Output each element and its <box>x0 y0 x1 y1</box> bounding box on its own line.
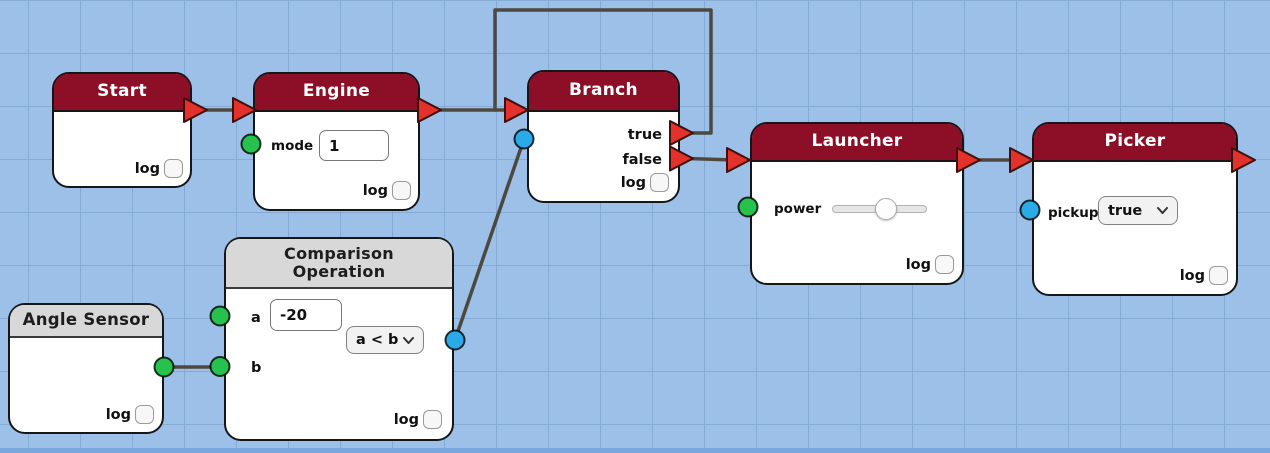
picker-pickup-value: true <box>1108 202 1143 219</box>
node-comparison-title: Comparison Operation <box>284 244 394 281</box>
comparison-operator-select[interactable]: a < b <box>346 326 424 354</box>
node-launcher-title: Launcher <box>811 131 903 152</box>
launcher-power-label: power <box>774 201 822 217</box>
launcher-power-thumb[interactable] <box>875 198 897 220</box>
branch-true-label: true <box>627 127 662 143</box>
node-branch-header[interactable]: Branch <box>529 72 678 112</box>
node-launcher[interactable]: Launcher power log <box>750 122 964 285</box>
comparison-a-label: a <box>251 310 261 326</box>
picker-log-label: log <box>1179 267 1205 284</box>
launcher-power-slider[interactable] <box>832 198 927 220</box>
node-launcher-header[interactable]: Launcher <box>752 124 962 162</box>
start-log-checkbox[interactable] <box>164 159 183 178</box>
node-branch-title: Branch <box>569 80 638 101</box>
node-angle-sensor-title: Angle Sensor <box>22 310 150 330</box>
branch-log-checkbox[interactable] <box>650 173 669 192</box>
chevron-down-icon <box>403 336 414 344</box>
node-picker-header[interactable]: Picker <box>1034 124 1236 162</box>
picker-pickup-label: pickup <box>1048 205 1099 221</box>
branch-log-label: log <box>620 174 646 191</box>
comparison-b-label: b <box>251 360 262 376</box>
node-engine-header[interactable]: Engine <box>255 74 418 112</box>
wire-comparison-to-branch-condition <box>453 137 526 342</box>
node-engine[interactable]: Engine mode log <box>253 72 420 211</box>
node-picker[interactable]: Picker pickup true log <box>1032 122 1238 296</box>
node-comparison-operation[interactable]: Comparison Operation a a < b b log <box>224 237 454 441</box>
node-comparison-header[interactable]: Comparison Operation <box>226 239 452 289</box>
node-picker-title: Picker <box>1104 131 1166 152</box>
engine-log-label: log <box>362 182 388 199</box>
node-start[interactable]: Start log <box>52 72 192 188</box>
node-branch[interactable]: Branch true false log <box>527 70 680 203</box>
launcher-log-label: log <box>905 256 931 273</box>
node-engine-title: Engine <box>302 81 371 102</box>
comparison-a-input[interactable] <box>270 299 342 331</box>
node-start-title: Start <box>97 81 147 102</box>
picker-log-checkbox[interactable] <box>1209 266 1228 285</box>
engine-mode-label: mode <box>271 138 314 154</box>
engine-mode-input[interactable] <box>319 130 389 161</box>
comparison-log-label: log <box>393 411 419 428</box>
chevron-down-icon <box>1157 207 1168 214</box>
angle-sensor-log-label: log <box>105 406 131 423</box>
node-angle-sensor[interactable]: Angle Sensor log <box>8 303 164 434</box>
picker-pickup-select[interactable]: true <box>1098 196 1178 225</box>
angle-sensor-log-checkbox[interactable] <box>135 405 154 424</box>
canvas-bottom-edge <box>0 448 1270 453</box>
start-log-label: log <box>134 160 160 177</box>
node-start-header[interactable]: Start <box>54 74 190 112</box>
launcher-log-checkbox[interactable] <box>935 255 954 274</box>
branch-false-label: false <box>622 152 662 168</box>
engine-log-checkbox[interactable] <box>392 181 411 200</box>
comparison-operator-value: a < b <box>356 332 399 348</box>
wire-branch-true-loopback <box>493 8 713 135</box>
node-angle-sensor-header[interactable]: Angle Sensor <box>10 305 162 338</box>
comparison-log-checkbox[interactable] <box>423 410 442 429</box>
